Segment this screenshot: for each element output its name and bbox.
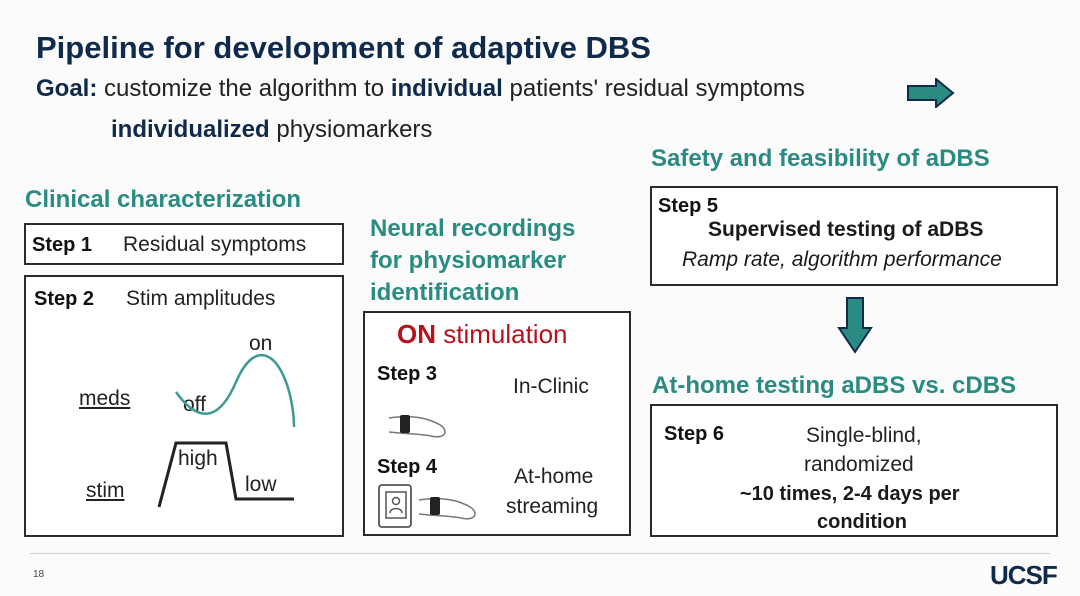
ucsf-logo: UCSF xyxy=(990,560,1058,590)
section-clinical: Clinical characterization xyxy=(25,186,302,213)
goal-text-1: customize the algorithm to xyxy=(97,75,391,102)
step1-text: Residual symptoms xyxy=(123,233,307,256)
tablet-icon xyxy=(378,484,412,528)
section-neural-line-3: identification xyxy=(370,279,520,306)
wrist-sensor-icon-2 xyxy=(418,497,476,520)
step4-text-2: streaming xyxy=(506,495,599,518)
step5-label: Step 5 xyxy=(658,195,719,217)
step1-label: Step 1 xyxy=(32,234,93,256)
meds-label: meds xyxy=(79,387,131,410)
goal-text-2: patients' residual symptoms xyxy=(502,75,805,102)
on-label: on xyxy=(249,332,273,355)
step2-label: Step 2 xyxy=(34,288,95,310)
high-label: high xyxy=(178,447,218,470)
step2-text: Stim amplitudes xyxy=(126,287,276,310)
goal-line-2: individualized physiomarkers xyxy=(111,116,432,144)
on-stimulation-heading: ON stimulation xyxy=(397,319,568,350)
low-label: low xyxy=(245,473,277,496)
goal-text-3: physiomarkers xyxy=(269,116,433,143)
page-number: 18 xyxy=(33,569,45,580)
step5-text: Supervised testing of aDBS xyxy=(708,218,984,241)
step6-box: Step 6 Single-blind, randomized ~10 time… xyxy=(650,404,1058,537)
footer-divider xyxy=(30,553,1050,554)
stim-label: stim xyxy=(86,479,125,502)
meds-curve xyxy=(157,353,296,508)
goal-label: Goal: xyxy=(36,75,98,102)
wrist-sensor-icon xyxy=(388,415,446,438)
arrow-right-icon xyxy=(907,78,955,108)
section-athome: At-home testing aDBS vs. cDBS xyxy=(652,372,1017,399)
step6-bold-2: condition xyxy=(817,511,907,533)
on-stimulation-box: ON stimulation Step 3 In-Clinic Step 4 A… xyxy=(363,311,631,536)
step2-box: Step 2 Stim amplitudes on meds off high … xyxy=(24,275,344,537)
step1-box: Step 1 Residual symptoms xyxy=(24,223,344,265)
step5-box: Step 5 Supervised testing of aDBS Ramp r… xyxy=(650,186,1058,286)
section-safety: Safety and feasibility of aDBS xyxy=(651,145,990,172)
step3-text: In-Clinic xyxy=(513,375,589,398)
arrow-down-icon xyxy=(837,297,873,354)
stimulation-word: stimulation xyxy=(436,319,568,349)
goal-bold-individual: individual xyxy=(390,75,503,102)
on-word: ON xyxy=(397,319,436,349)
goal-line: Goal: customize the algorithm to individ… xyxy=(36,75,805,103)
step3-label: Step 3 xyxy=(377,363,438,385)
step5-subtext: Ramp rate, algorithm performance xyxy=(682,248,1002,271)
step4-label: Step 4 xyxy=(377,456,438,478)
goal-bold-individualized: individualized xyxy=(111,116,270,143)
section-neural-line-2: for physiomarker xyxy=(370,247,567,274)
off-label: off xyxy=(183,393,206,416)
section-neural-line-1: Neural recordings xyxy=(370,215,576,242)
step6-text-2: randomized xyxy=(804,453,914,476)
step6-text-1: Single-blind, xyxy=(806,424,922,447)
page-title: Pipeline for development of adaptive DBS xyxy=(36,30,651,65)
step6-label: Step 6 xyxy=(664,423,725,445)
step4-text-1: At-home xyxy=(514,465,594,488)
step6-bold-1: ~10 times, 2-4 days per xyxy=(740,483,960,505)
section-neural: Neural recordings for physiomarker ident… xyxy=(370,213,575,309)
